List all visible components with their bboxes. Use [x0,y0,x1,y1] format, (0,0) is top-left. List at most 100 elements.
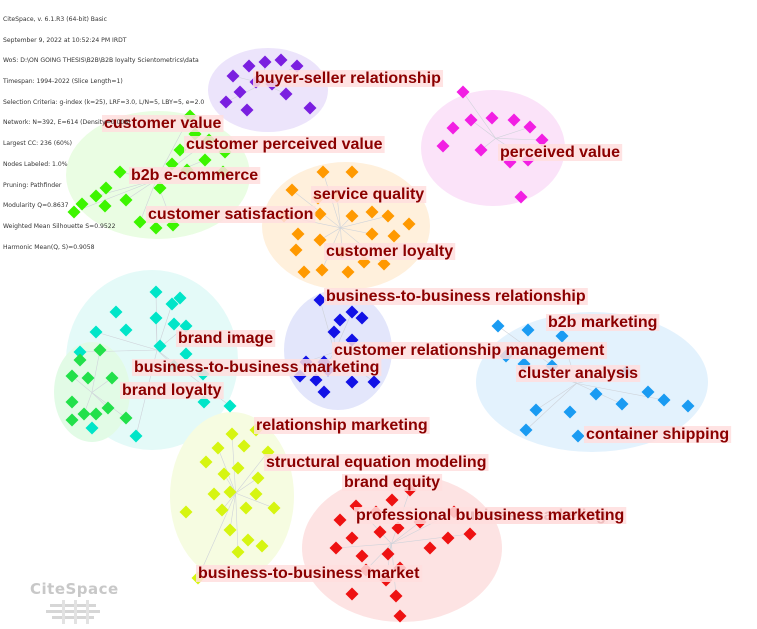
keyword-node[interactable] [199,455,213,469]
keyword-node[interactable] [313,233,327,247]
keyword-node[interactable] [179,319,193,333]
keyword-label[interactable]: structural equation modeling [264,454,489,471]
keyword-node[interactable] [149,221,163,235]
keyword-label[interactable]: customer perceived value [184,136,385,153]
keyword-node[interactable] [345,305,359,319]
keyword-node[interactable] [291,227,305,241]
keyword-node[interactable] [119,193,133,207]
keyword-node[interactable] [223,523,237,537]
keyword-node[interactable] [345,375,359,389]
keyword-node[interactable] [89,407,103,421]
keyword-node[interactable] [211,441,225,455]
keyword-node[interactable] [242,59,256,73]
keyword-node[interactable] [119,411,133,425]
keyword-node[interactable] [133,215,147,229]
keyword-node[interactable] [521,323,535,337]
keyword-node[interactable] [65,369,79,383]
keyword-node[interactable] [381,209,395,223]
keyword-node[interactable] [333,513,347,527]
keyword-node[interactable] [179,505,193,519]
keyword-node[interactable] [341,265,355,279]
keyword-node[interactable] [303,101,317,115]
keyword-label[interactable]: business-to-business relationship [324,288,588,305]
keyword-node[interactable] [173,143,187,157]
keyword-node[interactable] [555,329,569,343]
keyword-node[interactable] [241,533,255,547]
keyword-node[interactable] [345,209,359,223]
keyword-node[interactable] [89,189,103,203]
keyword-node[interactable] [239,501,253,515]
keyword-node[interactable] [226,69,240,83]
keyword-label[interactable]: cluster analysis [516,365,641,382]
keyword-node[interactable] [289,243,303,257]
keyword-node[interactable] [615,397,629,411]
keyword-node[interactable] [274,53,288,67]
keyword-node[interactable] [198,153,212,167]
keyword-node[interactable] [255,539,269,553]
keyword-node[interactable] [109,305,123,319]
keyword-node[interactable] [313,293,327,307]
keyword-node[interactable] [333,313,347,327]
keyword-node[interactable] [93,343,107,357]
keyword-node[interactable] [225,427,239,441]
keyword-node[interactable] [279,87,293,101]
keyword-node[interactable] [387,229,401,243]
keyword-node[interactable] [251,471,265,485]
keyword-node[interactable] [402,217,416,231]
keyword-node[interactable] [207,487,221,501]
keyword-node[interactable] [237,439,251,453]
keyword-node[interactable] [173,291,187,305]
keyword-node[interactable] [153,181,167,195]
keyword-node[interactable] [179,347,193,361]
keyword-node[interactable] [317,385,331,399]
keyword-node[interactable] [641,385,655,399]
keyword-label[interactable]: customer relationship management [332,342,607,359]
keyword-node[interactable] [105,371,119,385]
keyword-label[interactable]: brand loyalty [120,382,224,399]
keyword-node[interactable] [231,461,245,475]
keyword-node[interactable] [240,103,254,117]
keyword-label[interactable]: business-to-business marketing [132,359,382,376]
keyword-label[interactable]: brand image [176,330,276,347]
keyword-node[interactable] [129,429,143,443]
keyword-node[interactable] [73,345,87,359]
keyword-node[interactable] [529,403,543,417]
keyword-node[interactable] [316,165,330,179]
keyword-node[interactable] [267,501,281,515]
keyword-node[interactable] [167,317,181,331]
keyword-node[interactable] [149,285,163,299]
keyword-node[interactable] [377,257,391,271]
keyword-node[interactable] [315,263,329,277]
keyword-node[interactable] [223,485,237,499]
keyword-node[interactable] [89,325,103,339]
keyword-node[interactable] [367,375,381,389]
keyword-node[interactable] [81,371,95,385]
keyword-node[interactable] [464,113,478,127]
keyword-node[interactable] [519,423,533,437]
keyword-node[interactable] [423,541,437,555]
keyword-node[interactable] [153,339,167,353]
keyword-node[interactable] [345,165,359,179]
keyword-node[interactable] [297,265,311,279]
keyword-label[interactable]: container shipping [584,426,732,443]
keyword-node[interactable] [75,197,89,211]
keyword-node[interactable] [385,493,399,507]
keyword-node[interactable] [355,549,369,563]
keyword-node[interactable] [231,545,245,559]
keyword-label[interactable]: business marketing [472,507,627,524]
keyword-node[interactable] [474,143,488,157]
keyword-node[interactable] [373,525,387,539]
keyword-label[interactable]: b2b e-commerce [129,167,261,184]
keyword-node[interactable] [446,121,460,135]
keyword-node[interactable] [456,85,470,99]
keyword-node[interactable] [389,589,403,603]
keyword-node[interactable] [165,297,179,311]
keyword-node[interactable] [65,395,79,409]
keyword-node[interactable] [491,319,505,333]
keyword-node[interactable] [365,205,379,219]
keyword-label[interactable]: service quality [311,186,427,203]
keyword-node[interactable] [85,421,99,435]
keyword-node[interactable] [681,399,695,413]
keyword-node[interactable] [355,311,369,325]
keyword-label[interactable]: relationship marketing [254,417,430,434]
